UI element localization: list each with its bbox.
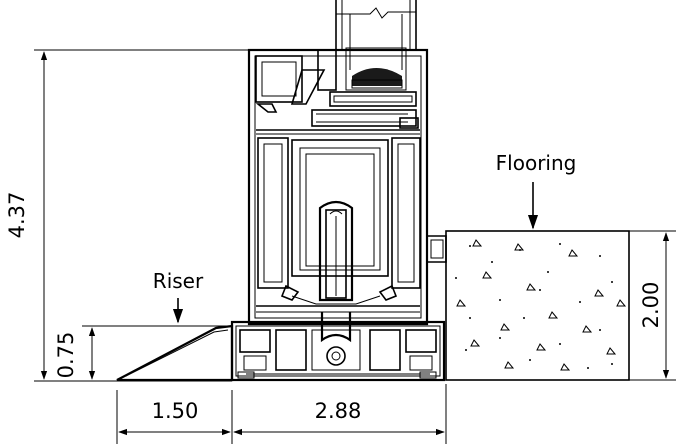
frame-profile (247, 48, 429, 326)
flooring-callout: Flooring (496, 151, 577, 230)
flooring-height-dimension: 2.00 (629, 230, 676, 381)
overall-height-label: 4.37 (5, 192, 29, 239)
riser-width-label: 1.50 (152, 399, 199, 423)
glass-panel (335, 0, 417, 91)
riser-ramp (116, 324, 234, 382)
flooring-label: Flooring (496, 151, 577, 175)
riser-height-dimension: 0.75 (54, 325, 232, 380)
flooring-height-label: 2.00 (639, 282, 663, 329)
riser-height-label: 0.75 (54, 332, 78, 379)
sill-track-profile (230, 312, 446, 382)
overall-height-dimension: 4.37 (5, 49, 249, 382)
riser-callout: Riser (153, 269, 204, 324)
frame-width-dimension: 2.88 (233, 384, 447, 444)
frame-width-label: 2.88 (315, 399, 362, 423)
riser-width-dimension: 1.50 (116, 390, 233, 444)
flooring-block (427, 230, 630, 381)
riser-label: Riser (153, 269, 204, 293)
